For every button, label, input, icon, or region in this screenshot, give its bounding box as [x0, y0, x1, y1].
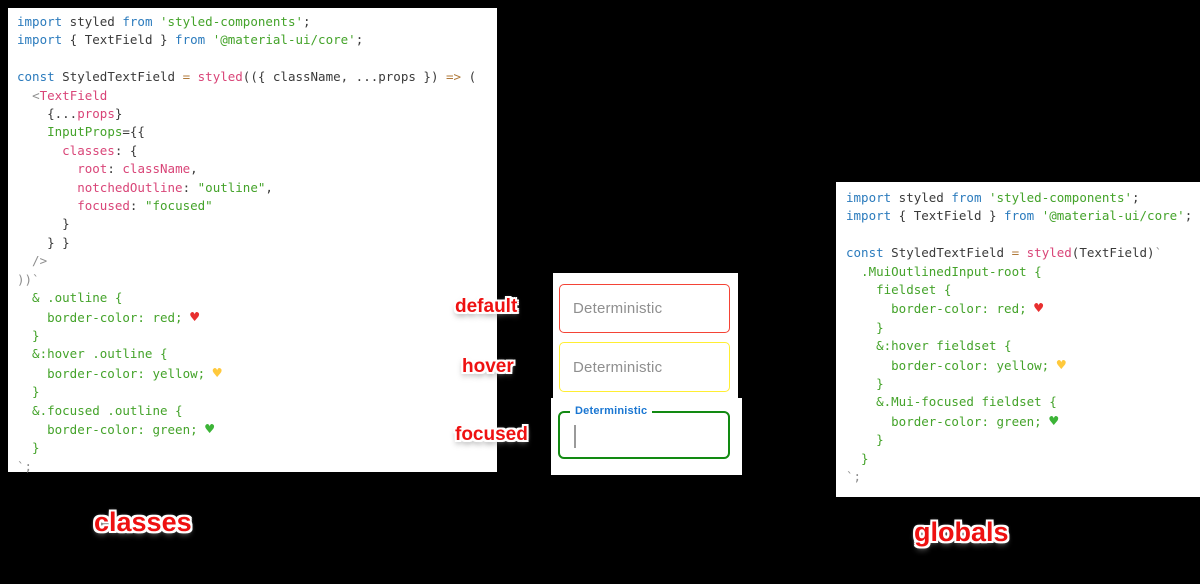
code-line: }	[846, 432, 884, 448]
code-line: <TextField	[32, 87, 108, 103]
code-line: root: className,	[77, 161, 198, 177]
code-line: &:hover .outline {	[17, 346, 168, 362]
code-line: }	[846, 319, 884, 335]
code-line: />	[17, 253, 48, 269]
code-line: InputProps={{	[47, 124, 145, 140]
code-line: border-color: yellow; ♥	[17, 363, 222, 382]
code-line: border-color: green; ♥	[846, 411, 1059, 430]
code-line: import { TextField } from '@material-ui/…	[846, 208, 1193, 224]
textfield-default[interactable]: Deterministic	[559, 284, 730, 333]
label-default: default	[455, 296, 518, 317]
code-line: {...props}	[17, 106, 123, 122]
code-line: notchedOutline: "outline",	[77, 179, 273, 195]
code-line: }	[17, 327, 40, 343]
code-line: classes: {	[62, 142, 138, 158]
code-line: }	[17, 384, 40, 400]
code-line: border-color: green; ♥	[17, 419, 215, 438]
caption-classes: classes	[94, 507, 192, 537]
text-cursor-icon	[574, 425, 576, 448]
textfield-hover[interactable]: Deterministic	[559, 342, 730, 392]
code-line: }	[17, 440, 40, 456]
caption-globals: globals	[914, 517, 1009, 547]
textfield-hover-placeholder: Deterministic	[573, 358, 663, 376]
code-line: &.Mui-focused fieldset {	[846, 394, 1057, 410]
code-line: import styled from 'styled-components';	[846, 190, 1140, 205]
code-line: import { TextField } from '@material-ui/…	[17, 32, 364, 48]
textfield-default-placeholder: Deterministic	[573, 300, 663, 317]
textfield-focused-label: Deterministic	[570, 405, 653, 417]
code-line: }	[846, 450, 869, 466]
code-line: `;	[17, 458, 33, 474]
code-line: border-color: yellow; ♥	[846, 355, 1066, 374]
code-line: border-color: red; ♥	[846, 299, 1044, 318]
code-line: .MuiOutlinedInput-root {	[846, 263, 1042, 279]
code-line: fieldset {	[846, 282, 952, 298]
code-line: const StyledTextField = styled(({ classN…	[17, 69, 477, 85]
code-line: }	[846, 376, 884, 392]
code-line: `;	[846, 469, 862, 485]
code-line: const StyledTextField = styled(TextField…	[846, 245, 1163, 261]
label-focused: focused	[455, 424, 528, 445]
code-line	[846, 226, 1200, 244]
code-line: focused: "focused"	[77, 198, 213, 214]
code-line: } }	[17, 234, 70, 250]
label-hover: hover	[462, 356, 514, 377]
textfield-focused[interactable]: Deterministic	[558, 405, 730, 459]
left-code-snippet: import styled from 'styled-components'; i…	[8, 8, 497, 474]
code-line: border-color: red; ♥	[17, 307, 200, 326]
code-line: import styled from 'styled-components';	[17, 14, 311, 29]
code-line: &.focused .outline {	[17, 402, 183, 418]
code-line: }	[17, 216, 70, 232]
code-line	[17, 50, 497, 68]
code-line: & .outline {	[17, 290, 123, 306]
code-line: &:hover fieldset {	[846, 338, 1012, 354]
right-code-snippet: import styled from 'styled-components'; i…	[836, 182, 1200, 497]
code-line: ))`	[17, 271, 40, 287]
